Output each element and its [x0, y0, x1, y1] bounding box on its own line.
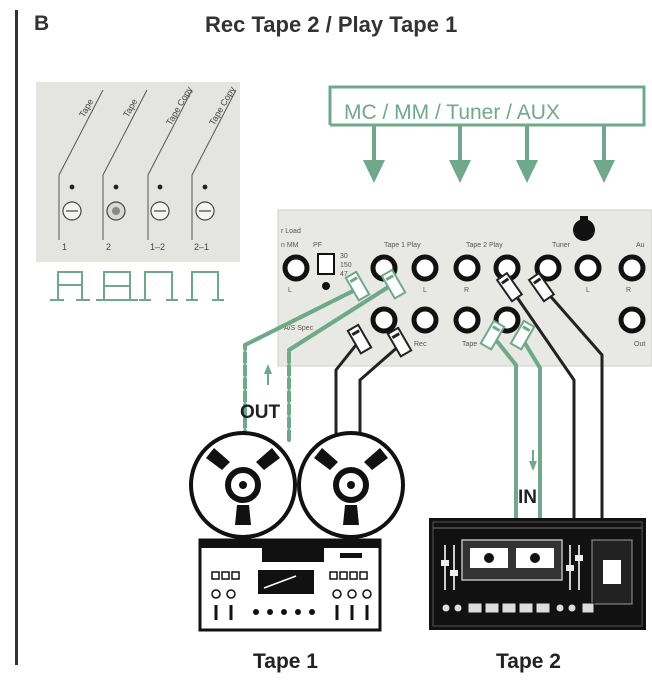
tape2-cassette-deck: [429, 518, 646, 630]
panel-small-label: A/S Spec: [284, 325, 314, 332]
in-label: IN: [518, 487, 537, 508]
panel-label-mm: n MM: [281, 242, 299, 249]
panel-small-label: R: [464, 287, 469, 294]
tape-reel-right: [299, 433, 403, 537]
up-arrow-icon: [264, 364, 272, 374]
panel-small-label: L: [423, 287, 427, 294]
signal-arrows: [363, 125, 615, 183]
amp-rear-panel: r Load n MM PF Tape 1 Play Tape 2 Play T…: [278, 210, 652, 366]
rca-jack: [285, 257, 307, 279]
panel-small-label: Out: [634, 341, 645, 348]
ground-terminal-icon: [573, 219, 595, 241]
rca-jack: [621, 257, 643, 279]
selector-number-2: 2: [106, 242, 111, 252]
state-symbol-released-icon: [186, 272, 224, 300]
indicator-led: [203, 185, 208, 190]
panel-label-tape2-play: Tape 2 Play: [466, 242, 503, 249]
panel-label-load: r Load: [281, 228, 301, 235]
panel-small-label: L: [586, 287, 590, 294]
source-box-label: MC / MM / Tuner / AUX: [344, 101, 560, 124]
button-state-symbols: [50, 272, 224, 300]
down-arrow-icon: [529, 461, 537, 471]
indicator-led: [70, 185, 75, 190]
rca-jack: [577, 257, 599, 279]
panel-small-label: Tape: [462, 341, 477, 348]
state-symbol-pressed-icon: [96, 272, 138, 300]
down-arrow-icon: [593, 160, 615, 183]
panel-label-tape1-play: Tape 1 Play: [384, 242, 421, 249]
selector-number-3: 1–2: [150, 242, 165, 252]
down-arrow-icon: [516, 160, 538, 183]
rca-jack: [621, 309, 643, 331]
rca-jack: [456, 257, 478, 279]
state-symbol-pressed-icon: [50, 272, 90, 300]
impedance-150: 150: [340, 262, 352, 269]
tape1-reel-deck: [191, 433, 403, 630]
tape-reel-left: [191, 433, 295, 537]
selector-button-3[interactable]: [151, 202, 169, 220]
source-box: MC / MM / Tuner / AUX: [330, 87, 644, 125]
selector-panel-bg: [36, 82, 240, 262]
rca-jack: [373, 309, 395, 331]
panel-label-tuner: Tuner: [552, 242, 571, 249]
state-symbol-released-icon: [139, 272, 178, 300]
selector-panel: Tape Tape Tape Copy Tape Copy: [36, 82, 240, 262]
indicator-led: [114, 185, 119, 190]
flow-markers: [264, 364, 537, 471]
out-label: OUT: [240, 402, 281, 423]
tape1-label: Tape 1: [253, 650, 318, 673]
panel-small-label: Rec: [414, 341, 427, 348]
selector-number-1: 1: [62, 242, 67, 252]
panel-label-aux: Au: [636, 242, 645, 249]
rca-jack: [414, 257, 436, 279]
down-arrow-icon: [363, 160, 385, 183]
panel-label-pf: PF: [313, 242, 322, 249]
indicator-led: [158, 185, 163, 190]
selector-number-4: 2–1: [194, 242, 209, 252]
load-selector-knob: [322, 282, 330, 290]
panel-small-label: R: [626, 287, 631, 294]
load-selector-switch[interactable]: [318, 254, 334, 274]
rca-jack: [456, 309, 478, 331]
down-arrow-icon: [449, 160, 471, 183]
selector-button-1[interactable]: [63, 202, 81, 220]
panel-small-label: L: [288, 287, 292, 294]
impedance-30: 30: [340, 253, 348, 260]
selector-button-4[interactable]: [196, 202, 214, 220]
selector-button-2[interactable]: [107, 202, 125, 220]
tape2-label: Tape 2: [496, 650, 561, 673]
rca-jack: [414, 309, 436, 331]
